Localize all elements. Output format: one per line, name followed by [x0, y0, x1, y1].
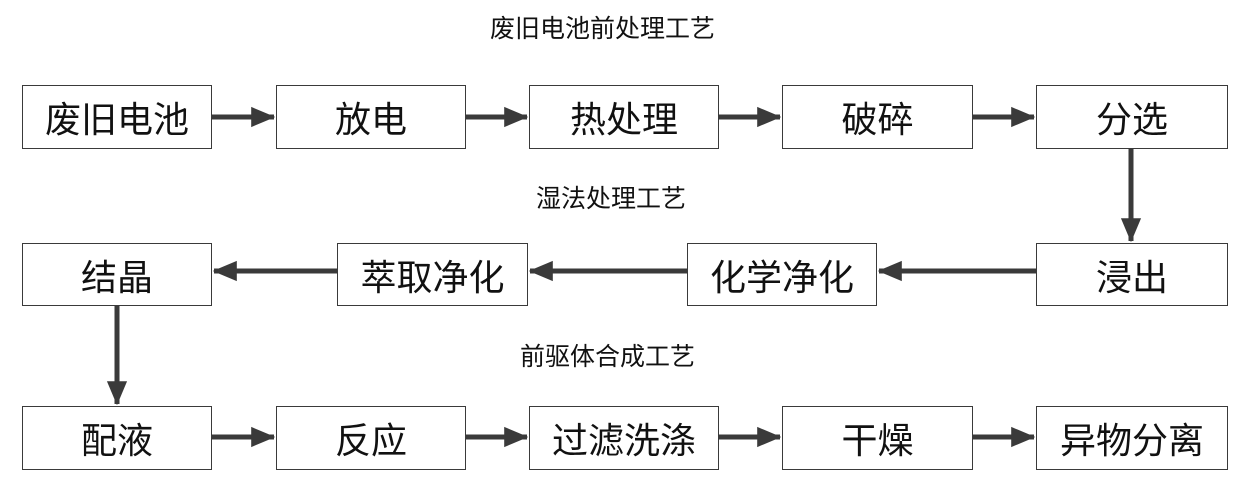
step-chemical-purification: 化学净化: [687, 243, 877, 306]
step-waste-battery: 废旧电池: [22, 85, 212, 149]
step-foreign-matter-separation: 异物分离: [1036, 406, 1228, 470]
step-extraction-purification: 萃取净化: [337, 243, 528, 306]
step-solution-preparation: 配液: [22, 406, 212, 470]
step-drying: 干燥: [782, 406, 973, 470]
wet-process-section-title: 湿法处理工艺: [536, 184, 687, 213]
step-crystallization: 结晶: [22, 243, 212, 306]
step-heat-treatment: 热处理: [529, 85, 719, 149]
step-crushing: 破碎: [782, 85, 973, 149]
step-filter-wash: 过滤洗涤: [529, 406, 719, 470]
step-reaction: 反应: [276, 406, 466, 470]
step-discharge: 放电: [276, 85, 466, 149]
step-leaching: 浸出: [1036, 243, 1228, 306]
pretreatment-section-title: 废旧电池前处理工艺: [490, 14, 716, 43]
precursor-section-title: 前驱体合成工艺: [520, 342, 696, 371]
step-sorting: 分选: [1036, 85, 1228, 149]
